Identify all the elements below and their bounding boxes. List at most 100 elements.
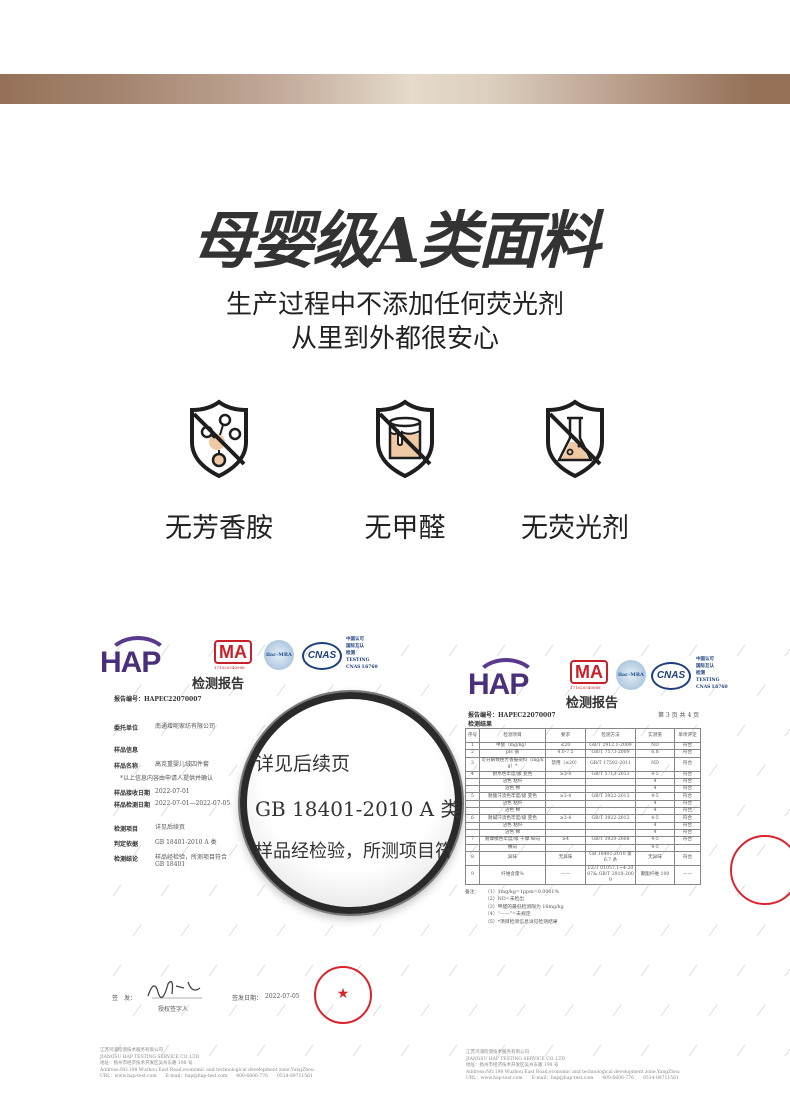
table-cell: ≥3-4 xyxy=(545,814,586,823)
hap-watermark-mark xyxy=(784,804,790,817)
hap-watermark-mark xyxy=(448,724,458,737)
handwritten-signature xyxy=(147,980,202,999)
table-cell xyxy=(545,799,586,809)
table-cell: 符合 xyxy=(674,807,701,816)
hap-watermark-mark xyxy=(784,724,790,737)
table-cell: ≥3-4 xyxy=(545,792,586,801)
cma-number: 171020340088 xyxy=(570,685,601,690)
table-cell xyxy=(585,777,636,787)
hap-watermark-mark xyxy=(736,964,746,977)
feature-no-aromatic-amine: 无芳香胺 xyxy=(139,398,299,545)
ilac-logo: ilac-MRA xyxy=(616,660,646,690)
column-header: 单项评定 xyxy=(674,728,701,743)
signatory-label: 授权签字人 xyxy=(158,1006,189,1013)
table-cell: 符合 xyxy=(674,828,701,838)
table-cell: —— xyxy=(674,864,701,885)
table-cell xyxy=(465,785,480,794)
table-cell xyxy=(545,821,586,830)
table-cell: 4-5 xyxy=(635,843,675,852)
no-fluorescent-agent-shield-icon xyxy=(546,399,604,479)
column-header: 检测项目 xyxy=(479,728,546,743)
table-cell xyxy=(465,828,480,838)
table-cell: 符合 xyxy=(674,749,701,758)
table-cell: 4 xyxy=(465,770,480,779)
report-title: 检测报告 xyxy=(566,696,619,711)
table-cell: GB/T 7573-2009 xyxy=(585,749,636,758)
no-aromatic-amine-shield-icon xyxy=(190,399,248,479)
table-cell xyxy=(465,799,480,809)
field-value: 高克重婴儿绒四件套 xyxy=(155,761,210,768)
table-cell: 6 xyxy=(465,814,480,823)
field-label: 检测结论 xyxy=(114,856,139,863)
hap-watermark-mark xyxy=(448,644,458,657)
table-cell: 耐水色牢度/级 变色 xyxy=(479,770,546,779)
hap-watermark-mark xyxy=(448,884,458,897)
table-cell: 符合 xyxy=(674,836,701,845)
feature-label: 无甲醛 xyxy=(364,513,446,544)
table-header-row: 序号检测项目要求检测方法实测值单项评定 xyxy=(465,728,701,743)
table-cell: 禁用（≤20） xyxy=(545,756,586,772)
table-cell: 4 xyxy=(635,821,675,830)
table-cell: 耐酸汗渍色牢度/级 变色 xyxy=(479,792,546,801)
hap-watermark-mark xyxy=(756,924,766,937)
table-cell: 符合 xyxy=(674,814,701,823)
subtitle-line-1: 生产过程中不添加任何荧光剂 xyxy=(225,290,564,320)
cma-logo: MA xyxy=(214,640,252,664)
hap-watermark-mark xyxy=(784,1044,790,1057)
magnifying-glass: 详见后续页 GB 18401-2010 A 类 样品经检验，所测项目符 xyxy=(240,692,462,914)
field-value: 样品经检验，所测项目符合 GB 18401 xyxy=(155,854,228,868)
table-cell: 可分解致癌芳香胺染料（mg/kg）* xyxy=(479,756,546,772)
table-cell: 沾色 粘纤 xyxy=(479,821,546,830)
subtitle-line-2: 从里到外都很安心 xyxy=(290,324,499,354)
table-cell: 符合 xyxy=(674,785,701,794)
table-cell: 符合 xyxy=(674,770,701,779)
feature-no-formaldehyde: 无甲醛 xyxy=(325,398,485,545)
table-cell: 甲醛（mg/kg） xyxy=(479,741,546,751)
field-value: 2022-07-01—2022-07-05 xyxy=(155,800,231,807)
table-cell xyxy=(585,828,636,838)
table-cell: 4-5 xyxy=(635,792,675,801)
report-number: 报告编号：HAPEC22070007 xyxy=(468,712,556,719)
page-indicator: 第 3 页 共 4 页 xyxy=(658,712,700,719)
field-label: 判定依据 xyxy=(114,841,139,848)
table-cell: 无异味 xyxy=(545,850,586,866)
cma-number: 171020340088 xyxy=(214,665,245,670)
field-value: *以上信息内容由申请人提供并确认 xyxy=(120,775,214,782)
notes-label: 备注： xyxy=(465,889,480,895)
field-label: 检测项目 xyxy=(114,826,139,833)
hap-watermark-mark xyxy=(736,804,746,817)
hap-watermark-mark xyxy=(756,764,766,777)
table-cell: —— xyxy=(545,864,586,885)
feature-no-fluorescent-agent: 无荧光剂 xyxy=(495,398,655,545)
table-cell: 聚酯纤维 100 xyxy=(635,864,675,885)
hap-watermark-mark xyxy=(784,964,790,977)
table-cell: ≥4 xyxy=(545,836,586,845)
column-header: 序号 xyxy=(465,728,480,743)
table-cell: 符合 xyxy=(674,741,701,751)
table-cell: 4-5 xyxy=(635,814,675,823)
table-cell: 符合 xyxy=(674,821,701,830)
cma-logo: MA xyxy=(570,660,608,684)
table-cell xyxy=(585,821,636,830)
table-cell xyxy=(465,843,480,852)
table-cell: 沾色 棉 xyxy=(479,785,546,794)
table-cell: 3 xyxy=(465,756,480,772)
table-cell xyxy=(545,843,586,852)
table-cell: GB/T 5713-2013 xyxy=(585,770,636,779)
hap-logo: HAP xyxy=(468,658,539,701)
field-value: 详见后续页 xyxy=(155,824,186,831)
cnas-logo: CNAS xyxy=(302,642,342,670)
